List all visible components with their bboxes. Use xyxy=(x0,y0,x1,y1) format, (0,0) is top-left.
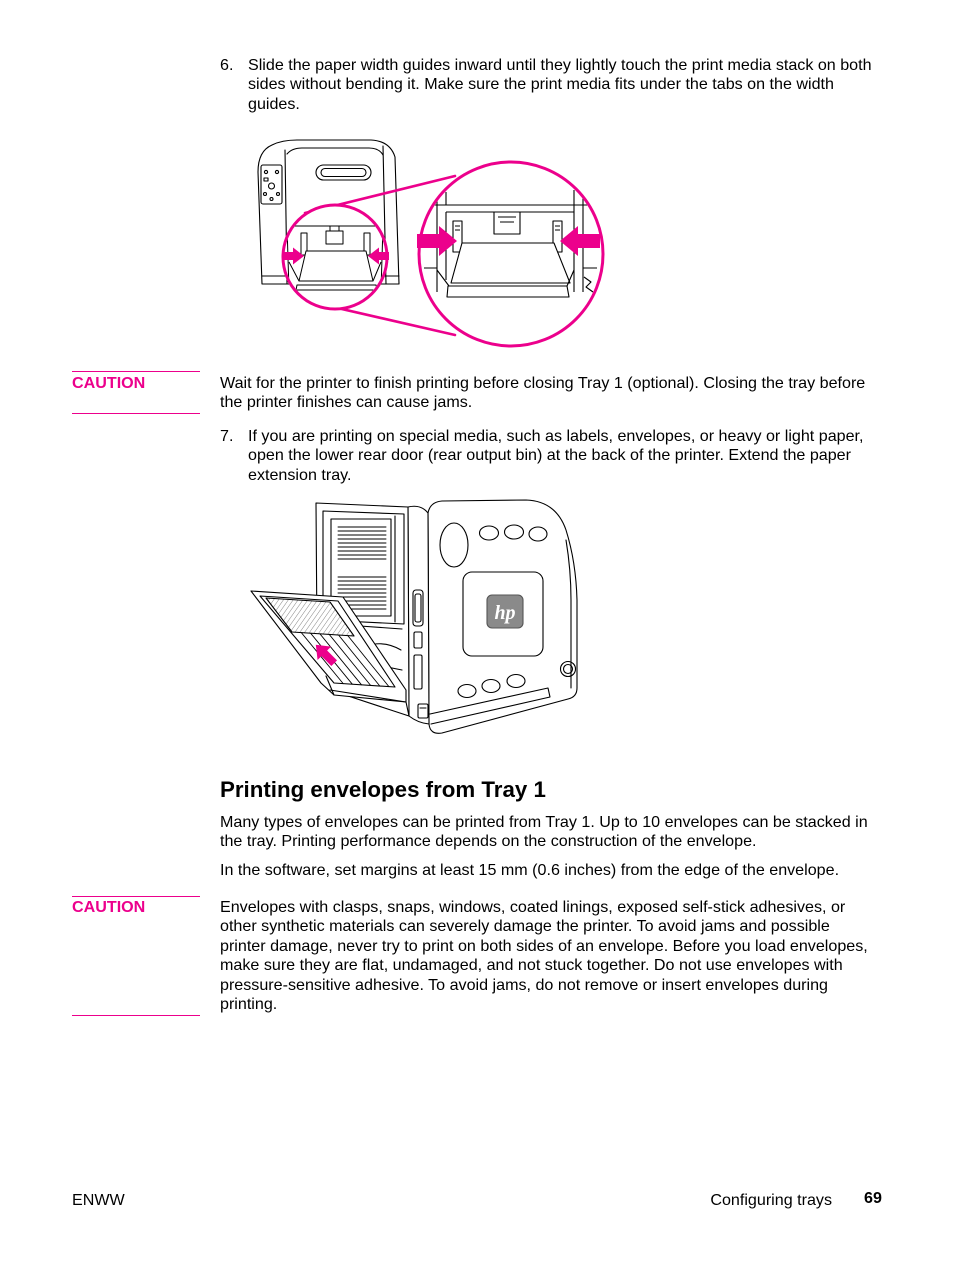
control-panel xyxy=(260,164,283,205)
step-text-line: If you are printing on special media, su… xyxy=(248,427,864,445)
step-text: Slide the paper width guides inward unti… xyxy=(248,56,872,114)
step-text-line: sides without bending it. Make sure the … xyxy=(248,75,834,94)
caution-rule-bottom xyxy=(72,413,200,414)
paragraph: In the software, set margins at least 15… xyxy=(220,861,839,880)
caution-text-line: printer damage, never try to print on bo… xyxy=(220,936,868,955)
small-right-arrow xyxy=(368,247,389,265)
step-number: 7. xyxy=(220,427,234,445)
caution-rule-bottom xyxy=(72,1015,200,1016)
paragraph-line: In the software, set margins at least 15… xyxy=(220,861,840,879)
small-left-arrow xyxy=(283,247,304,265)
magnifier-circle-small xyxy=(281,203,389,311)
lift-arrow xyxy=(315,644,338,667)
paragraph-line: Many types of envelopes can be printed f… xyxy=(220,813,868,831)
caution-rule-top xyxy=(72,371,200,372)
page-number: 69 xyxy=(864,1189,882,1207)
figure-rear-output-door: hp xyxy=(250,499,578,734)
side-knob xyxy=(559,660,577,678)
magnifier-circle-large xyxy=(417,160,605,348)
paragraph: Many types of envelopes can be printed f… xyxy=(220,813,868,852)
hp-logo: hp xyxy=(486,594,524,629)
left-width-guide-arrow xyxy=(417,226,457,256)
rear-vents xyxy=(337,526,387,610)
caution-rule-top xyxy=(72,896,200,897)
interface-ports xyxy=(412,589,429,719)
step-text-line: Slide the paper width guides inward unti… xyxy=(248,56,872,74)
step-text: If you are printing on special media, su… xyxy=(248,427,864,485)
caution-text-line: make sure they are flat, undamaged, and … xyxy=(220,956,843,975)
hp-logo-text: hp xyxy=(494,602,515,624)
caution-label: CAUTION xyxy=(72,373,146,392)
caution-text-line: other synthetic materials can severely d… xyxy=(220,917,830,936)
footer-left: ENWW xyxy=(72,1191,125,1209)
step-number: 6. xyxy=(220,56,234,74)
caution-text: Wait for the printer to finish printing … xyxy=(220,374,865,413)
interface-strip xyxy=(407,505,430,725)
paper-extension-tray xyxy=(265,597,355,637)
figure-tray-width-guides xyxy=(257,139,605,348)
caution-text-line: pressure-sensitive adhesive. To avoid ja… xyxy=(220,975,829,994)
caution-label: CAUTION xyxy=(72,898,146,916)
right-width-guide-arrow xyxy=(560,226,600,256)
step-text-line: extension tray. xyxy=(248,465,352,484)
caution-text-line: printing. xyxy=(220,995,278,1014)
footer-section-title: Configuring trays xyxy=(710,1191,832,1209)
paragraph-line: the tray. Printing performance depends o… xyxy=(220,832,757,851)
caution-text-line: the printer finishes can cause jams. xyxy=(220,392,473,411)
step-text-line: guides. xyxy=(248,94,300,113)
section-heading: Printing envelopes from Tray 1 xyxy=(220,777,546,802)
caution-text-line: Wait for the printer to finish printing … xyxy=(220,373,866,392)
caution-text: Envelopes with clasps, snaps, windows, c… xyxy=(220,898,868,1014)
logo-panel xyxy=(462,571,544,657)
step-text-line: open the lower rear door (rear output bi… xyxy=(248,446,851,465)
caution-text-line: Envelopes with clasps, snaps, windows, c… xyxy=(220,898,846,916)
